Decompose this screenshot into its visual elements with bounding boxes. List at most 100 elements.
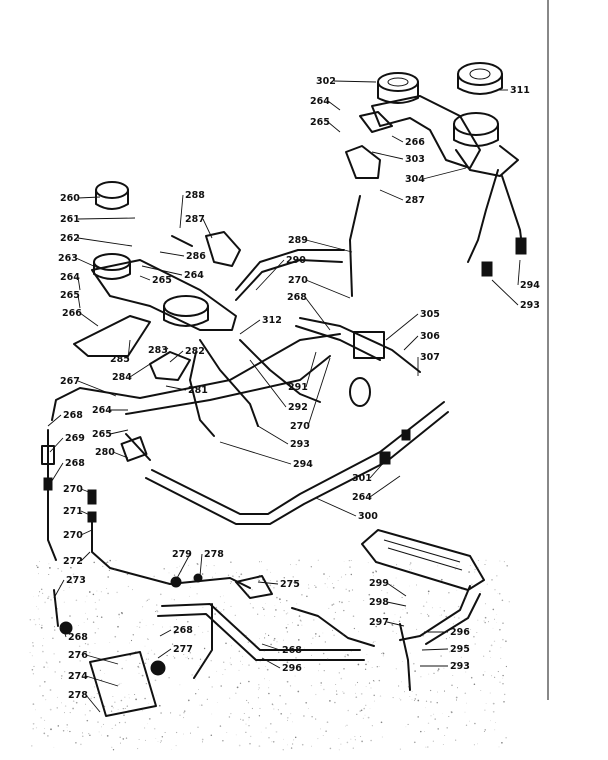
noise-speck: [406, 612, 408, 614]
noise-speck: [40, 588, 43, 591]
noise-speck: [328, 607, 330, 609]
noise-speck: [365, 663, 367, 666]
noise-speck: [502, 683, 504, 685]
noise-speck: [490, 720, 491, 722]
noise-speck: [57, 725, 60, 727]
noise-speck: [465, 671, 467, 673]
part-label-l273: 273: [66, 575, 86, 586]
noise-speck: [64, 671, 66, 673]
part-label-l280: 280: [95, 447, 115, 458]
noise-speck: [342, 633, 344, 636]
noise-speck: [469, 720, 470, 722]
noise-speck: [176, 619, 177, 620]
noise-speck: [311, 745, 312, 747]
noise-speck: [50, 599, 52, 601]
noise-speck: [424, 731, 425, 732]
noise-speck: [294, 736, 297, 739]
leader-line-l289: [305, 239, 353, 253]
noise-speck: [47, 595, 50, 598]
noise-speck: [320, 728, 322, 730]
noise-speck: [162, 626, 163, 628]
noise-speck: [456, 687, 459, 689]
noise-speck: [248, 716, 250, 719]
noise-speck: [53, 626, 56, 628]
part-label-l264c: 264: [60, 272, 80, 283]
noise-speck: [96, 590, 98, 592]
noise-speck: [32, 727, 34, 730]
noise-speck: [501, 741, 503, 744]
noise-speck: [162, 670, 164, 672]
noise-speck: [179, 714, 181, 716]
noise-speck: [251, 589, 253, 591]
noise-speck: [382, 652, 385, 655]
noise-speck: [343, 609, 345, 612]
noise-speck: [264, 637, 266, 639]
noise-speck: [258, 745, 261, 747]
noise-speck: [433, 672, 435, 674]
noise-speck: [161, 736, 163, 738]
noise-speck: [381, 590, 383, 591]
part-label-l270a: 270: [288, 275, 308, 286]
noise-speck: [72, 700, 75, 702]
leader-line-l279: [175, 553, 191, 581]
noise-speck: [382, 655, 384, 657]
leader-line-l290: [255, 259, 285, 291]
part-label-l296a: 296: [450, 627, 470, 638]
part-label-l264a: 264: [310, 96, 330, 107]
noise-speck: [170, 749, 172, 751]
part-label-l268b: 268: [63, 410, 83, 421]
noise-speck: [45, 699, 47, 701]
leader-line-l312: [239, 319, 261, 335]
noise-speck: [464, 711, 466, 713]
noise-speck: [33, 619, 35, 621]
noise-speck: [340, 576, 343, 578]
noise-speck: [403, 691, 405, 693]
noise-speck: [127, 585, 130, 588]
part-label-l304: 304: [405, 174, 425, 185]
noise-speck: [32, 673, 35, 675]
main-gas-manifold: [51, 317, 449, 525]
noise-speck: [112, 749, 115, 751]
noise-speck: [203, 647, 206, 650]
part-label-l293b: 293: [450, 661, 470, 672]
noise-speck: [345, 588, 347, 591]
noise-speck: [373, 641, 375, 643]
noise-speck: [41, 624, 43, 627]
noise-speck: [318, 670, 319, 672]
noise-speck: [427, 615, 430, 617]
part-label-l284: 284: [112, 372, 132, 383]
noise-speck: [492, 710, 495, 713]
leader-line-l265b: [139, 275, 151, 281]
noise-speck: [80, 653, 82, 655]
part-label-l292: 292: [288, 402, 308, 413]
noise-speck: [295, 585, 297, 587]
noise-speck: [286, 631, 289, 633]
noise-speck: [351, 589, 354, 591]
noise-speck: [172, 578, 175, 581]
noise-speck: [148, 651, 150, 653]
noise-speck: [86, 719, 89, 722]
leader-line-l270a: [305, 279, 351, 299]
noise-speck: [353, 627, 356, 630]
noise-speck: [326, 721, 329, 724]
noise-speck: [48, 563, 50, 565]
noise-speck: [395, 577, 397, 579]
noise-speck: [183, 717, 185, 719]
noise-speck: [47, 666, 49, 668]
noise-speck: [343, 692, 345, 695]
noise-speck: [222, 740, 224, 742]
noise-speck: [248, 680, 250, 683]
noise-speck: [175, 731, 178, 734]
leader-line-l291: [305, 351, 317, 388]
leader-line-l265d: [109, 429, 129, 435]
noise-speck: [96, 692, 98, 694]
leader-line-l265c: [77, 294, 81, 309]
noise-speck: [390, 584, 392, 586]
noise-speck: [338, 738, 340, 739]
noise-speck: [265, 633, 267, 635]
noise-speck: [401, 597, 403, 598]
noise-speck: [362, 717, 364, 720]
noise-speck: [118, 721, 121, 724]
noise-speck: [42, 650, 44, 653]
leader-line-l263: [75, 257, 99, 269]
